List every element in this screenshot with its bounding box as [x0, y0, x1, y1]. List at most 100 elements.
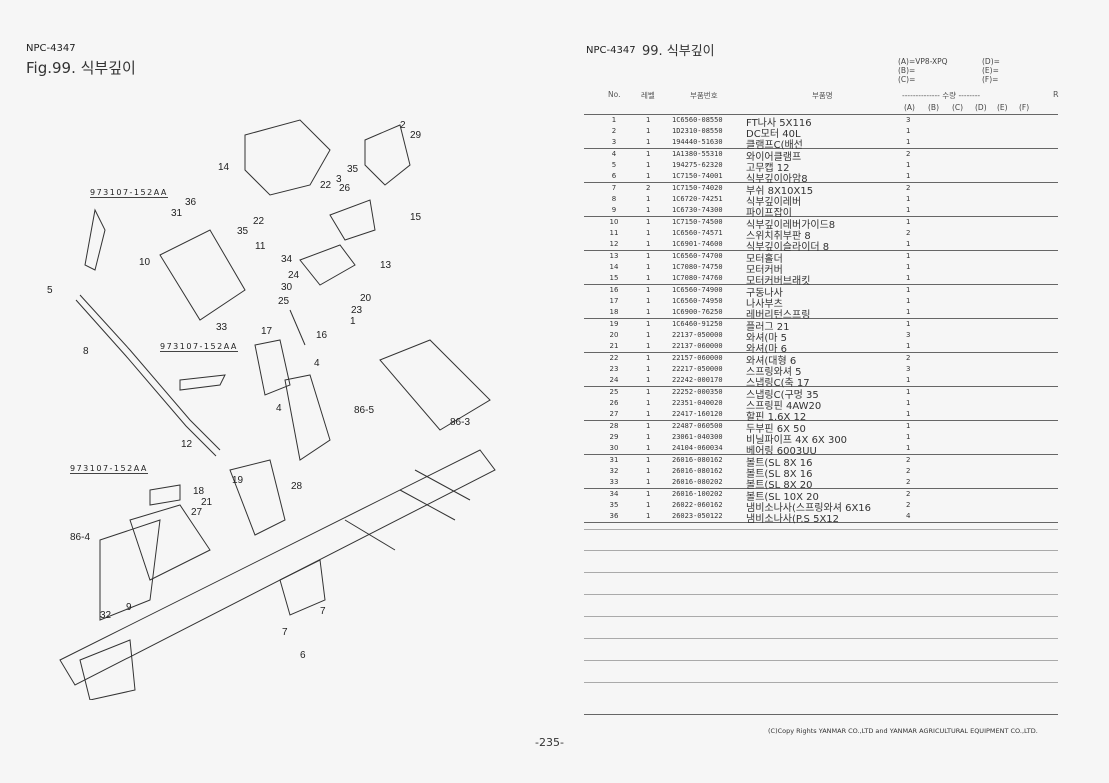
header-part-no: 부품번호: [690, 91, 718, 100]
row-part-no: 22252-000350: [672, 388, 723, 396]
row-no: 11: [609, 229, 619, 237]
row-no: 24: [609, 376, 619, 384]
row-level: 1: [646, 320, 651, 328]
row-part-name: 할핀 1.6X 12: [746, 412, 807, 423]
row-qty: 1: [906, 399, 911, 407]
row-qty: 1: [906, 308, 911, 316]
variant-f: (F)=: [982, 75, 999, 84]
row-no: 6: [611, 172, 617, 180]
row-level: 1: [646, 422, 651, 430]
row-level: 2: [646, 184, 651, 192]
row-part-no: 22242-000170: [672, 376, 723, 384]
copyright: (C)Copy Rights YANMAR CO.,LTD and YANMAR…: [768, 727, 1038, 735]
section-title: 99. 식부깊이: [642, 44, 715, 59]
callout: 27: [191, 507, 203, 518]
row-part-no: 1C7080-74750: [672, 263, 723, 271]
row-no: 20: [609, 331, 619, 339]
row-part-name: 와셔(마 5: [746, 333, 788, 344]
row-part-no: 1C7150-74500: [672, 218, 723, 226]
row-part-no: 1C6730-74300: [672, 206, 723, 214]
row-qty: 2: [906, 478, 911, 486]
callout: 22: [253, 216, 265, 227]
catalog-code-right: NPC-4347: [586, 45, 636, 56]
row-no: 19: [609, 320, 619, 328]
row-qty: 1: [906, 433, 911, 441]
row-part-no: 26022-060162: [672, 501, 723, 509]
row-part-no: 1C6560-74950: [672, 297, 723, 305]
header-level: 레벨: [641, 91, 655, 100]
qty-col-d: (D): [975, 103, 987, 112]
row-part-name: 클램프C(배선: [746, 140, 803, 151]
row-level: 1: [646, 116, 651, 124]
row-no: 4: [611, 150, 617, 158]
row-no: 15: [609, 274, 619, 282]
row-part-name: 구동나사: [746, 288, 783, 299]
callout: 13: [380, 260, 392, 271]
row-part-no: 22487-060500: [672, 422, 723, 430]
callout: 4: [276, 403, 282, 414]
row-qty: 1: [906, 240, 911, 248]
row-level: 1: [646, 286, 651, 294]
callout: 35: [347, 164, 359, 175]
callout: 8: [83, 346, 89, 357]
row-level: 1: [646, 512, 651, 520]
row-level: 1: [646, 501, 651, 509]
row-part-no: 22137-050000: [672, 331, 723, 339]
qty-col-c: (C): [952, 103, 964, 112]
row-part-name: 식부깊이슬라이더 8: [746, 242, 830, 253]
row-level: 1: [646, 388, 651, 396]
row-qty: 2: [906, 184, 911, 192]
callout: 24: [288, 270, 300, 281]
callout: 29: [410, 130, 422, 141]
row-part-name: 스냅링C(축 17: [746, 378, 810, 389]
row-part-no: 23061-040300: [672, 433, 723, 441]
row-no: 22: [609, 354, 619, 362]
row-no: 29: [609, 433, 619, 441]
row-part-no: 22351-040020: [672, 399, 723, 407]
callout: 32: [100, 610, 112, 621]
callout: 25: [278, 296, 290, 307]
row-qty: 1: [906, 342, 911, 350]
row-qty: 1: [906, 422, 911, 430]
row-qty: 1: [906, 297, 911, 305]
qty-col-f: (F): [1019, 103, 1030, 112]
assembly-label: 973107-152AA: [90, 188, 168, 198]
row-level: 1: [646, 490, 651, 498]
row-part-no: 26016-100202: [672, 490, 723, 498]
row-qty: 2: [906, 354, 911, 362]
row-part-no: 1C7150-74020: [672, 184, 723, 192]
row-no: 7: [611, 184, 617, 192]
row-level: 1: [646, 456, 651, 464]
callout: 34: [281, 254, 293, 265]
row-level: 1: [646, 274, 651, 282]
variant-e: (E)=: [982, 66, 999, 75]
row-level: 1: [646, 433, 651, 441]
callout: 4: [314, 358, 320, 369]
row-part-name: 스냅링C(구멍 35: [746, 390, 819, 401]
callout: 28: [291, 481, 303, 492]
row-no: 1: [611, 116, 617, 124]
row-qty: 1: [906, 161, 911, 169]
callout: 86-3: [450, 417, 471, 428]
row-no: 21: [609, 342, 619, 350]
callout: 23: [351, 305, 363, 316]
row-no: 28: [609, 422, 619, 430]
row-part-no: 1C6460-91250: [672, 320, 723, 328]
row-part-no: 1D2310-08550: [672, 127, 723, 135]
row-part-name: 고무캡 12: [746, 163, 790, 174]
callout: 14: [218, 162, 230, 173]
row-level: 1: [646, 229, 651, 237]
row-no: 27: [609, 410, 619, 418]
